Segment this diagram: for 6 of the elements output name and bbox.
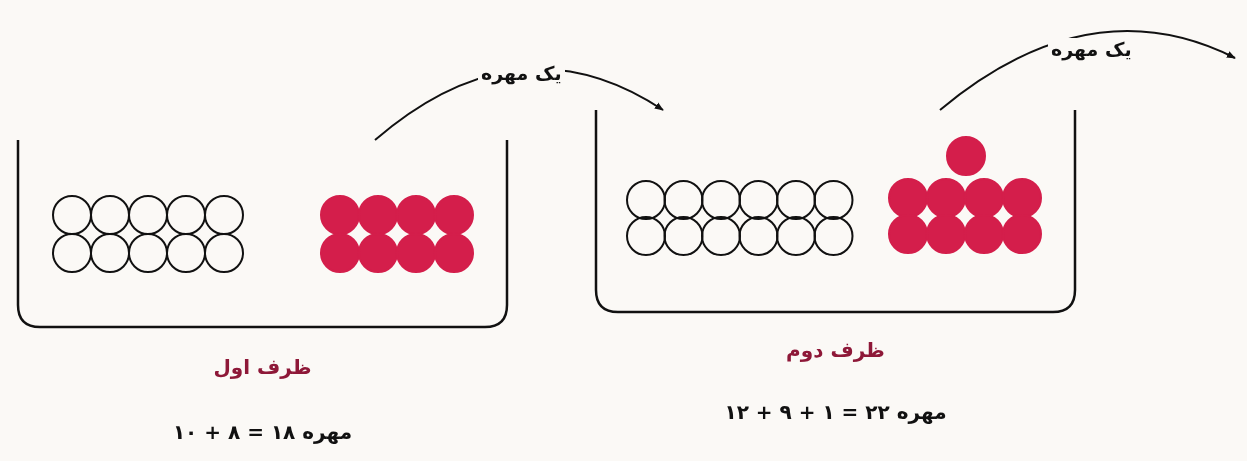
container-title: ظرف دوم xyxy=(786,338,885,362)
curved-arrow xyxy=(939,30,1236,111)
equation-text: مهره ۱۸ = ۸ + ۱۰ xyxy=(172,420,353,444)
edge-label: یک مهره xyxy=(478,62,565,84)
container-title: ظرف اول xyxy=(213,355,312,379)
equation-text: مهره ۲۲ = ۱ + ۹ + ۱۲ xyxy=(724,400,947,424)
